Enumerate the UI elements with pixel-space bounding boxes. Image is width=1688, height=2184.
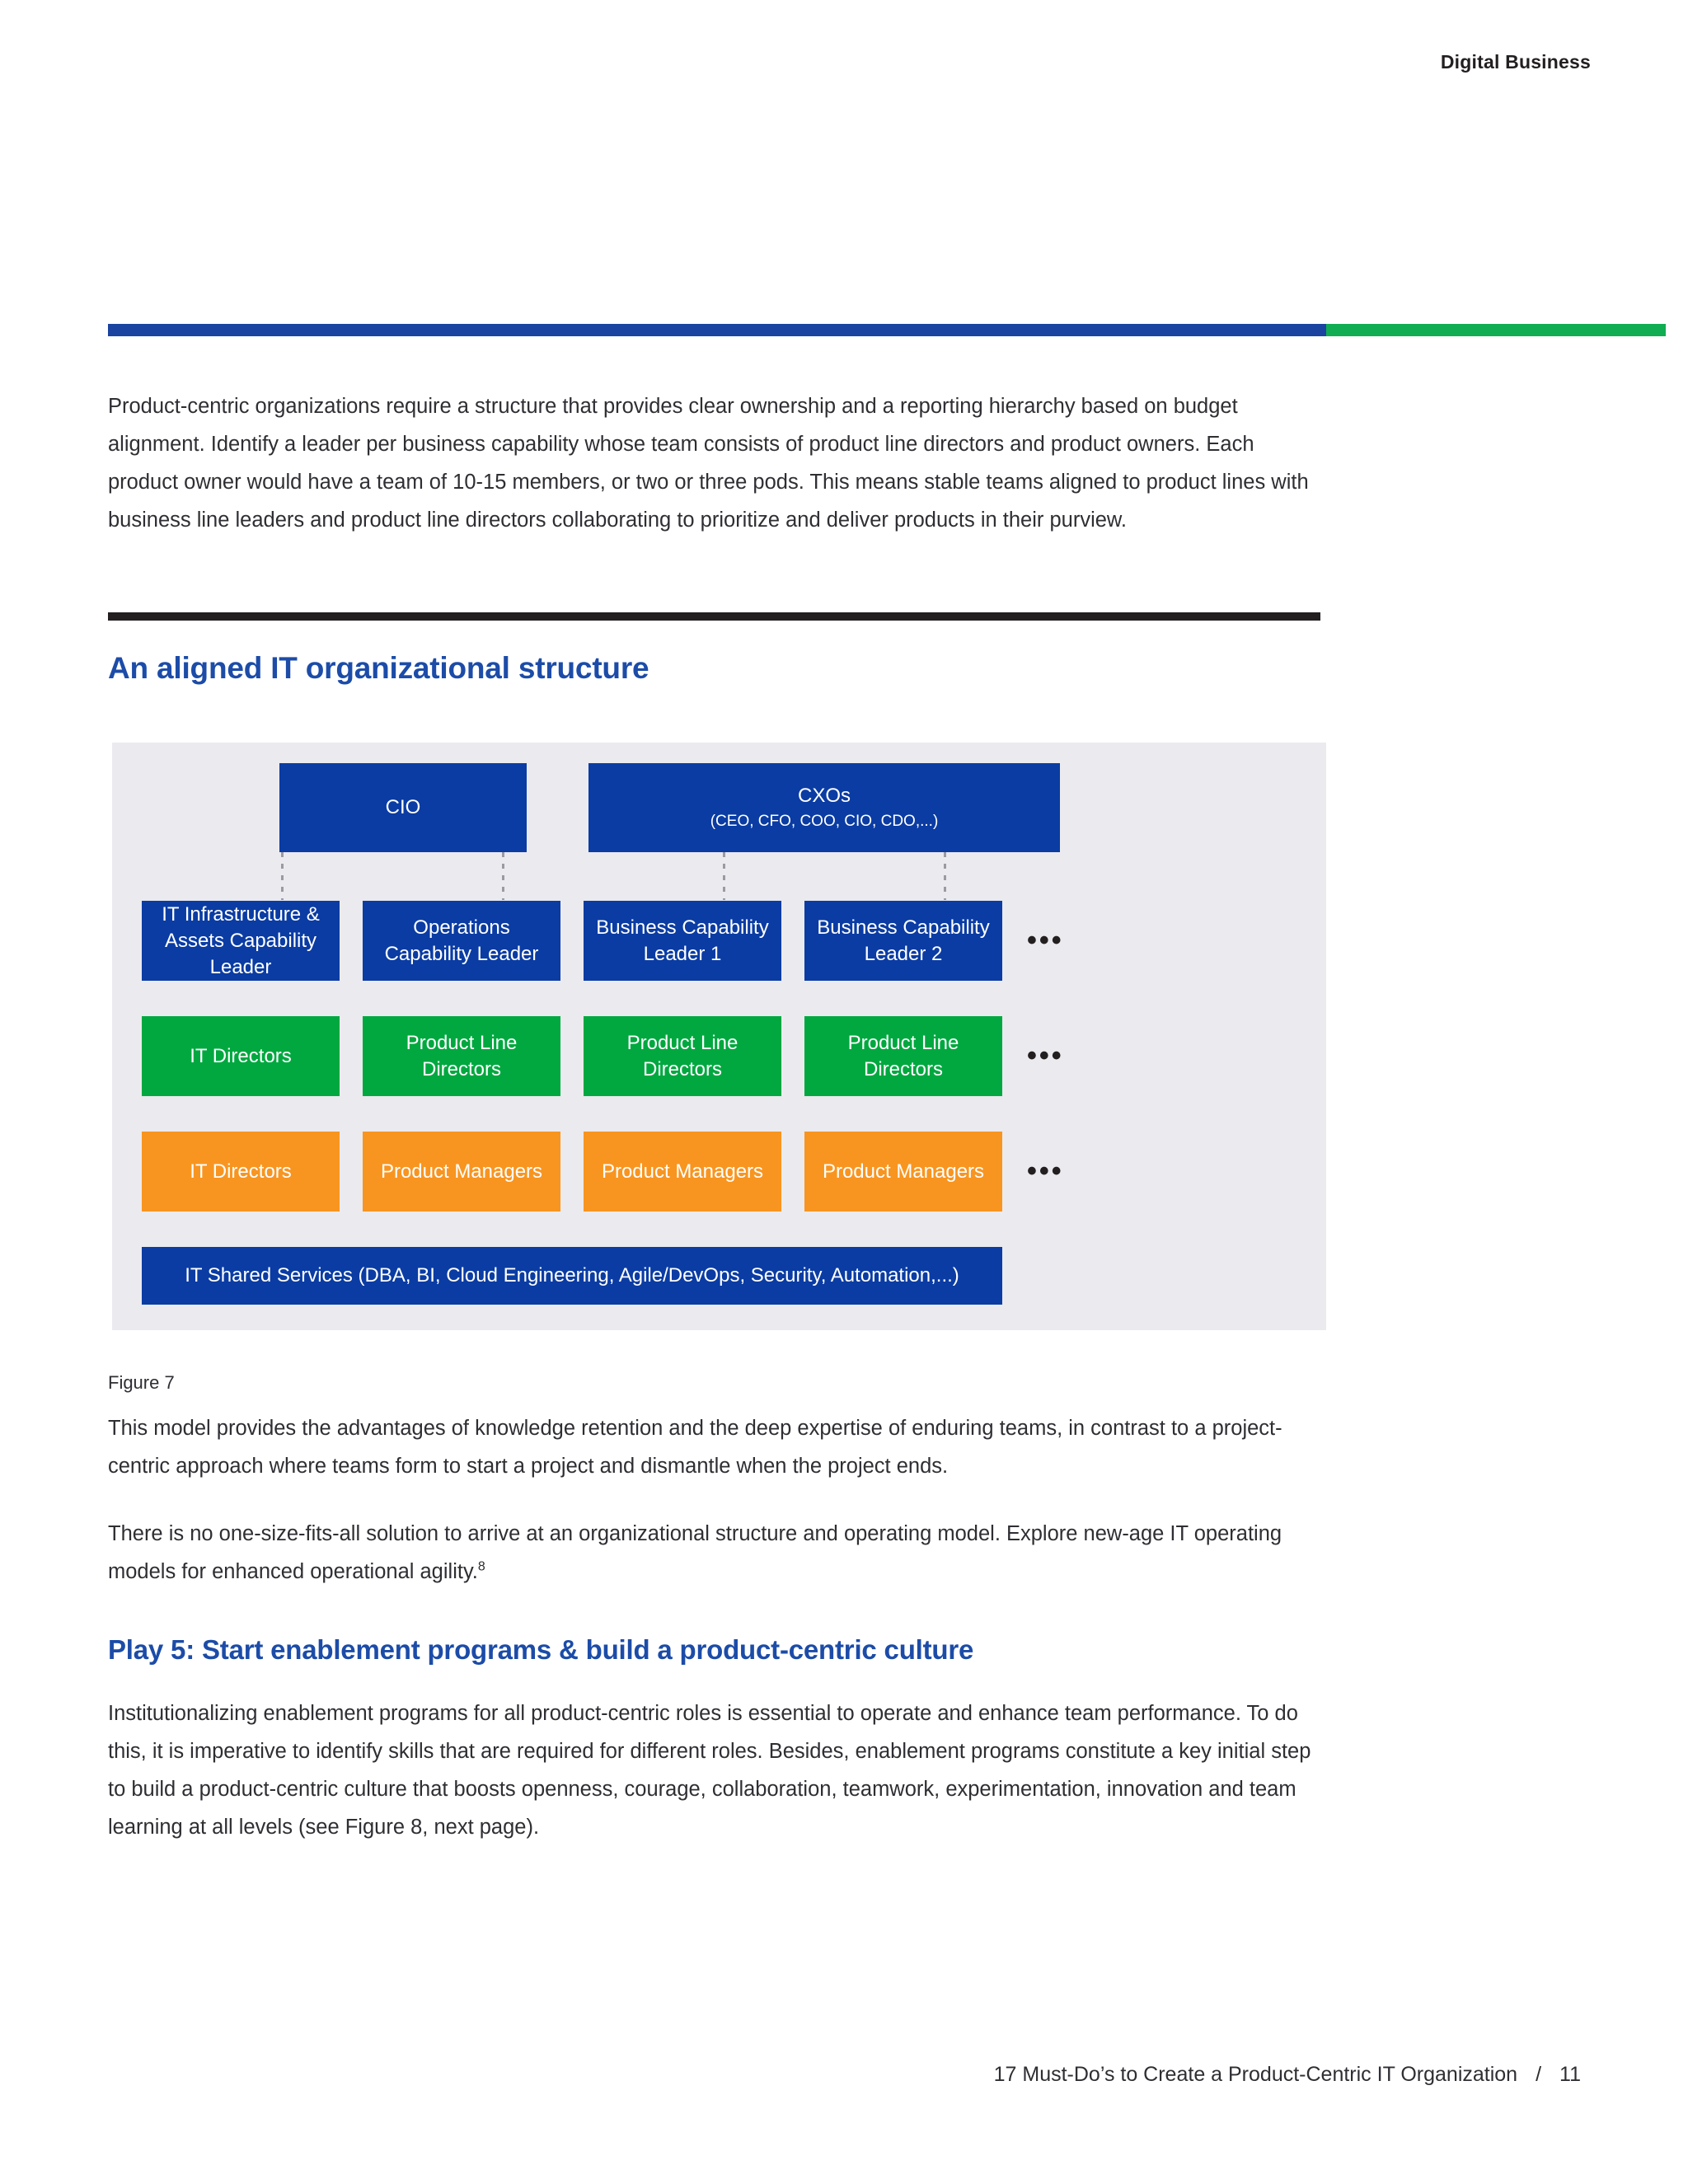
node-cxos[interactable]: CXOs (CEO, CFO, COO, CIO, CDO,...) bbox=[588, 763, 1060, 852]
node-director-3[interactable]: Product Line Directors bbox=[584, 1016, 781, 1096]
node-director-3-label: Product Line Directors bbox=[626, 1031, 738, 1080]
node-manager-2-label: Product Managers bbox=[380, 1160, 543, 1183]
explore-paragraph: There is no one-size-fits-all solution t… bbox=[108, 1515, 1320, 1591]
node-director-2-label: Product Line Directors bbox=[406, 1031, 518, 1080]
intro-block: Product-centric organizations require a … bbox=[108, 387, 1320, 539]
footer-separator: / bbox=[1536, 2063, 1542, 2086]
connector-cio-to-leader-1 bbox=[281, 852, 284, 900]
node-manager-3-label: Product Managers bbox=[601, 1160, 764, 1183]
node-director-2[interactable]: Product Line Directors bbox=[363, 1016, 560, 1096]
node-cxos-label: CXOs bbox=[797, 785, 851, 807]
node-capability-leader-2-wrap: Operations Capability Leader bbox=[363, 901, 560, 981]
footer-page-number: 11 bbox=[1559, 2063, 1581, 2086]
node-capability-leader-4-label: Business Capability Leader 2 bbox=[817, 916, 990, 965]
node-manager-1-label: IT Directors bbox=[190, 1160, 292, 1183]
node-manager-3[interactable]: Product Managers bbox=[584, 1132, 781, 1212]
post-figure-paragraph: This model provides the advantages of kn… bbox=[108, 1417, 1282, 1478]
accent-rule-green-segment bbox=[1326, 324, 1666, 336]
node-director-2-wrap: Product Line Directors bbox=[363, 1016, 560, 1096]
org-structure-diagram: CIO CXOs (CEO, CFO, COO, CIO, CDO,...) I… bbox=[112, 743, 1326, 1330]
node-director-1-label: IT Directors bbox=[190, 1044, 292, 1067]
document-header-title: Digital Business bbox=[1440, 51, 1591, 73]
explore-paragraph-text: There is no one-size-fits-all solution t… bbox=[108, 1522, 1282, 1583]
connector-cxo-to-leader-2 bbox=[502, 852, 504, 900]
node-director-1[interactable]: IT Directors bbox=[142, 1016, 340, 1096]
node-capability-leader-2-label: Operations Capability Leader bbox=[384, 916, 539, 965]
node-manager-1[interactable]: IT Directors bbox=[142, 1132, 340, 1212]
section-divider bbox=[108, 612, 1320, 621]
connector-cxo-to-leader-4 bbox=[944, 852, 946, 900]
accent-rule bbox=[108, 324, 1666, 336]
node-manager-4-label: Product Managers bbox=[822, 1160, 985, 1183]
document-footer: 17 Must-Do’s to Create a Product-Centric… bbox=[994, 2063, 1581, 2087]
ellipsis-managers-icon: ••• bbox=[1027, 1155, 1064, 1187]
footnote-marker: 8 bbox=[477, 1559, 485, 1574]
node-manager-2[interactable]: Product Managers bbox=[363, 1132, 560, 1212]
node-director-3-wrap: Product Line Directors bbox=[584, 1016, 781, 1096]
figure-caption: Figure 7 bbox=[108, 1372, 175, 1393]
node-manager-2-wrap: Product Managers bbox=[363, 1132, 560, 1212]
post-figure-block: This model provides the advantages of kn… bbox=[108, 1409, 1320, 1485]
play5-heading: Play 5: Start enablement programs & buil… bbox=[108, 1634, 974, 1665]
explore-block: There is no one-size-fits-all solution t… bbox=[108, 1515, 1320, 1591]
play5-block: Institutionalizing enablement programs f… bbox=[108, 1694, 1320, 1846]
node-capability-leader-1[interactable]: IT Infrastructure & Assets Capability Le… bbox=[142, 901, 340, 981]
node-manager-4[interactable]: Product Managers bbox=[804, 1132, 1002, 1212]
node-capability-leader-1-wrap: IT Infrastructure & Assets Capability Le… bbox=[142, 901, 340, 981]
node-manager-3-wrap: Product Managers bbox=[584, 1132, 781, 1212]
play5-paragraph: Institutionalizing enablement programs f… bbox=[108, 1702, 1311, 1839]
node-capability-leader-3-wrap: Business Capability Leader 1 bbox=[584, 901, 781, 981]
footer-title: 17 Must-Do’s to Create a Product-Centric… bbox=[993, 2063, 1518, 2086]
node-capability-leader-1-label: IT Infrastructure & Assets Capability Le… bbox=[162, 902, 320, 978]
node-cio-label: CIO bbox=[385, 796, 421, 818]
node-capability-leader-3-label: Business Capability Leader 1 bbox=[596, 916, 769, 965]
node-manager-1-wrap: IT Directors bbox=[142, 1132, 340, 1212]
node-director-4-label: Product Line Directors bbox=[847, 1031, 959, 1080]
intro-paragraph: Product-centric organizations require a … bbox=[108, 395, 1309, 532]
page-title: An aligned IT organizational structure bbox=[108, 651, 649, 685]
node-it-shared-services-label: IT Shared Services (DBA, BI, Cloud Engin… bbox=[185, 1264, 959, 1286]
diagram-row-executives: CIO CXOs (CEO, CFO, COO, CIO, CDO,...) bbox=[112, 763, 1326, 852]
node-capability-leader-4-wrap: Business Capability Leader 2 bbox=[804, 901, 1002, 981]
ellipsis-leaders-icon: ••• bbox=[1027, 925, 1064, 956]
node-capability-leader-2[interactable]: Operations Capability Leader bbox=[363, 901, 560, 981]
node-director-1-wrap: IT Directors bbox=[142, 1016, 340, 1096]
diagram-row-capability-leaders: IT Infrastructure & Assets Capability Le… bbox=[112, 901, 1326, 981]
node-manager-4-wrap: Product Managers bbox=[804, 1132, 1002, 1212]
node-capability-leader-4[interactable]: Business Capability Leader 2 bbox=[804, 901, 1002, 981]
node-cxos-sublabel: (CEO, CFO, COO, CIO, CDO,...) bbox=[710, 813, 939, 830]
node-director-4-wrap: Product Line Directors bbox=[804, 1016, 1002, 1096]
node-director-4[interactable]: Product Line Directors bbox=[804, 1016, 1002, 1096]
connector-cxo-to-leader-3 bbox=[723, 852, 725, 900]
accent-rule-blue-segment bbox=[108, 324, 1326, 336]
diagram-row-directors: IT Directors Product Line Directors Prod… bbox=[112, 1016, 1326, 1096]
diagram-row-managers: IT Directors Product Managers Product Ma… bbox=[112, 1132, 1326, 1212]
node-capability-leader-3[interactable]: Business Capability Leader 1 bbox=[584, 901, 781, 981]
node-cio[interactable]: CIO bbox=[279, 763, 527, 852]
node-it-shared-services[interactable]: IT Shared Services (DBA, BI, Cloud Engin… bbox=[142, 1247, 1002, 1305]
ellipsis-directors-icon: ••• bbox=[1027, 1040, 1064, 1071]
